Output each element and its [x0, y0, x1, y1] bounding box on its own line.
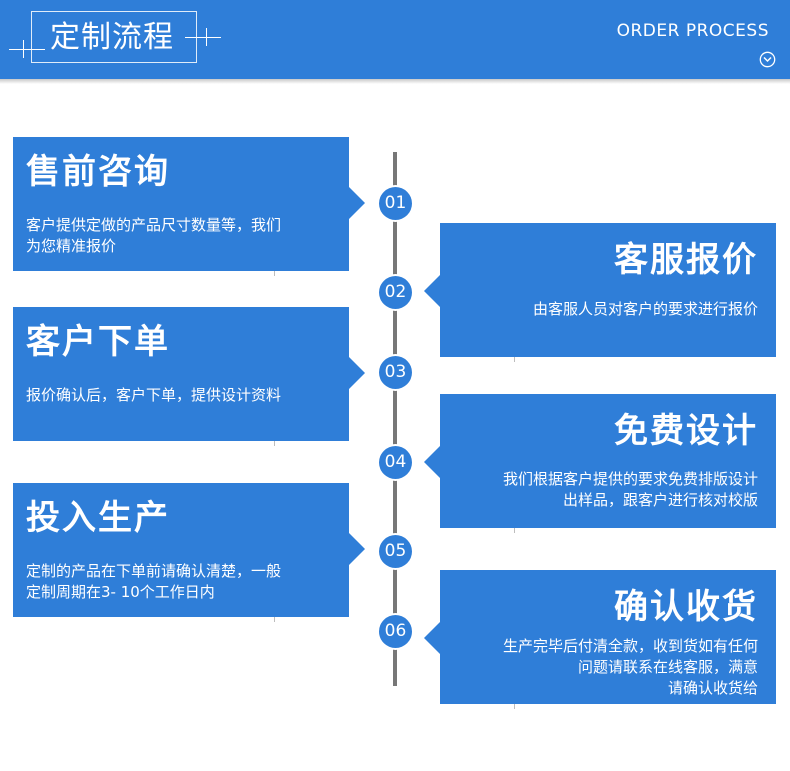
timeline-line	[393, 152, 397, 686]
step-card-order: 客户下单 报价确认后，客户下单，提供设计资料	[13, 307, 365, 446]
step-description: 报价确认后，客户下单，提供设计资料	[26, 385, 338, 406]
step-card-presale: 售前咨询 客户提供定做的产品尺寸数量等，我们 为您精准报价	[13, 137, 365, 276]
step-description-line: 客户提供定做的产品尺寸数量等，我们	[26, 216, 282, 234]
step-card-receipt: 确认收货 生产完毕后付清全款，收到货如有任何 问题请联系在线客服，满意 请确认收…	[424, 570, 776, 709]
title-right-tick	[206, 28, 207, 46]
step-description-line: 生产完毕后付清全款，收到货如有任何	[502, 637, 758, 655]
step-description-line: 出样品，跟客户进行核对校版	[562, 491, 758, 509]
card-tick	[514, 528, 515, 533]
page-subtitle: ORDER PROCESS	[616, 21, 769, 41]
card-tick	[274, 617, 275, 622]
step-number-02: 02	[379, 276, 412, 309]
step-description: 由客服人员对客户的要求进行报价	[438, 299, 758, 320]
step-description-line: 定制周期在3- 10个工作日内	[26, 583, 215, 601]
step-title: 客服报价	[614, 240, 758, 280]
step-description: 我们根据客户提供的要求免费排版设计 出样品，跟客户进行核对校版	[438, 469, 758, 511]
step-number-05: 05	[379, 535, 412, 568]
step-description-line: 定制的产品在下单前请确认清楚，一般	[26, 562, 282, 580]
chevron-down-circle-icon[interactable]	[759, 51, 776, 68]
step-description-line: 我们根据客户提供的要求免费排版设计	[502, 470, 758, 488]
card-tick	[514, 357, 515, 362]
step-title: 客户下单	[26, 322, 170, 362]
step-card-design: 免费设计 我们根据客户提供的要求免费排版设计 出样品，跟客户进行核对校版	[424, 394, 776, 533]
step-number-06: 06	[379, 615, 412, 648]
page-title: 定制流程	[50, 20, 174, 55]
title-left-line	[9, 49, 45, 50]
card-tick	[274, 441, 275, 446]
step-description-line: 请确认收货给	[667, 679, 758, 697]
step-number-01: 01	[379, 187, 412, 220]
step-card-quote: 客服报价 由客服人员对客户的要求进行报价	[424, 223, 776, 362]
step-title: 售前咨询	[26, 152, 170, 192]
step-title: 确认收货	[614, 587, 758, 627]
step-description-line: 报价确认后，客户下单，提供设计资料	[26, 386, 282, 404]
step-card-production: 投入生产 定制的产品在下单前请确认清楚，一般 定制周期在3- 10个工作日内	[13, 483, 365, 622]
step-description-line: 为您精准报价	[26, 237, 117, 255]
header-shadow	[0, 79, 790, 84]
step-description: 客户提供定做的产品尺寸数量等，我们 为您精准报价	[26, 215, 338, 257]
card-tick	[514, 704, 515, 709]
title-left-tick	[23, 40, 24, 58]
step-title: 免费设计	[614, 411, 758, 451]
card-tick	[274, 271, 275, 276]
step-number-03: 03	[379, 356, 412, 389]
step-description-line: 由客服人员对客户的要求进行报价	[532, 300, 758, 318]
step-number-04: 04	[379, 446, 412, 479]
title-right-line	[185, 37, 221, 38]
step-title: 投入生产	[26, 498, 170, 538]
header-banner: 定制流程 ORDER PROCESS	[0, 0, 790, 79]
step-description-line: 问题请联系在线客服，满意	[577, 658, 758, 676]
step-description: 定制的产品在下单前请确认清楚，一般 定制周期在3- 10个工作日内	[26, 561, 338, 603]
step-description: 生产完毕后付清全款，收到货如有任何 问题请联系在线客服，满意 请确认收货给	[438, 636, 758, 699]
